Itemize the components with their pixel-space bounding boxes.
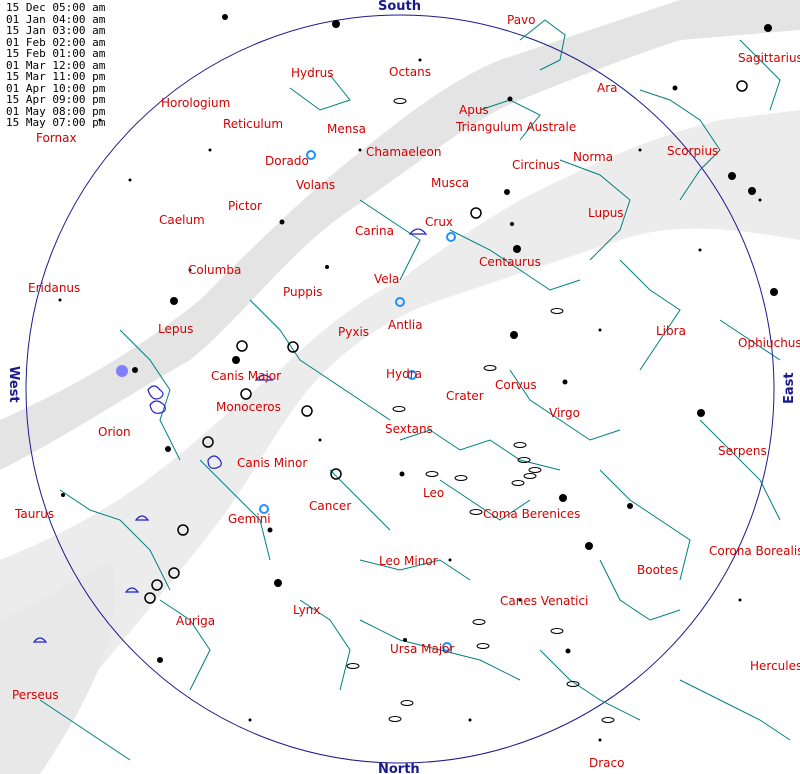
constellation-label: Columba	[188, 263, 241, 277]
direction-east: East	[782, 372, 797, 404]
constellation-label: Orion	[98, 425, 131, 439]
constellation-label: Volans	[296, 178, 335, 192]
time-entry: 01 Apr 10:00 pm	[6, 81, 106, 95]
time-entry: 01 Mar 12:00 am	[6, 58, 106, 72]
constellation-label: Fornax	[36, 131, 77, 145]
constellation-label: Leo	[423, 486, 444, 500]
constellation-label: Libra	[656, 324, 686, 338]
constellation-label: Sagittarius	[738, 51, 800, 65]
constellation-label: Canes Venatici	[500, 594, 588, 608]
galaxies	[346, 98, 615, 723]
constellation-label: Apus	[459, 103, 489, 117]
time-entry: 01 Feb 02:00 am	[6, 35, 106, 49]
constellation-label: Corona Borealis	[709, 544, 800, 558]
constellation-label: Puppis	[283, 285, 322, 299]
constellation-label: Centaurus	[479, 255, 541, 269]
constellation-label: Hercules	[750, 659, 800, 673]
direction-south: South	[378, 0, 421, 14]
constellation-label: Lepus	[158, 322, 193, 336]
constellation-label: Crater	[446, 389, 484, 403]
constellation-label: Ophiuchus	[738, 336, 800, 350]
constellation-label: Hydra	[386, 367, 422, 381]
time-entry: 01 May 08:00 pm	[6, 104, 106, 118]
constellation-label: Sextans	[385, 422, 433, 436]
constellation-label: Carina	[355, 224, 394, 238]
constellation-label: Ursa Major	[390, 642, 455, 656]
globular-clusters	[170, 20, 778, 587]
constellation-label: Dorado	[265, 154, 309, 168]
constellation-label: Gemini	[228, 512, 271, 526]
constellation-label: Mensa	[327, 122, 366, 136]
constellation-label: Auriga	[176, 614, 215, 628]
constellation-lines	[39, 19, 791, 761]
constellation-label: Corvus	[495, 378, 537, 392]
star-clusters	[144, 80, 748, 604]
constellation-label: Coma Berenices	[483, 507, 580, 521]
constellation-label: Triangulum Australe	[455, 120, 576, 134]
constellation-label: Norma	[573, 150, 613, 164]
constellation-label: Lynx	[293, 603, 320, 617]
constellation-label: Pavo	[507, 13, 536, 27]
constellation-label: Pictor	[228, 199, 262, 213]
constellation-label: Leo Minor	[379, 554, 438, 568]
time-entry: 01 Jan 04:00 am	[6, 12, 106, 26]
time-entry: 15 Feb 01:00 am	[6, 47, 106, 60]
time-entry: 15 Jan 03:00 am	[6, 24, 106, 37]
constellation-label: Circinus	[512, 158, 560, 172]
constellation-label: Crux	[425, 215, 453, 229]
time-entry: 15 Dec 05:00 am	[6, 1, 106, 14]
time-entry: 15 Mar 11:00 pm	[6, 70, 106, 83]
constellation-label: Taurus	[14, 507, 54, 521]
stars	[58, 14, 762, 742]
constellation-label: Bootes	[637, 563, 678, 577]
constellation-label: Octans	[389, 65, 431, 79]
constellation-label: Musca	[431, 176, 469, 190]
constellation-label: Monoceros	[216, 400, 281, 414]
constellation-label: Scorpius	[667, 144, 718, 158]
compass-labels: South North West East	[6, 0, 797, 774]
constellation-label: Serpens	[718, 444, 767, 458]
constellation-label: Pyxis	[338, 325, 369, 339]
constellation-label: Cancer	[309, 499, 351, 513]
constellation-label: Virgo	[549, 406, 580, 420]
constellation-label: Caelum	[159, 213, 205, 227]
constellation-label: Hydrus	[291, 66, 334, 80]
direction-west: West	[6, 366, 21, 403]
time-entry: 15 May 07:00 pm	[6, 116, 106, 129]
constellation-label: Draco	[589, 756, 624, 770]
constellation-label: Vela	[374, 272, 399, 286]
horizon-circle	[25, 14, 775, 764]
constellation-label: Perseus	[12, 688, 59, 702]
constellation-label: Eridanus	[28, 281, 80, 295]
constellation-label: Canis Minor	[237, 456, 307, 470]
moon-icon	[116, 365, 128, 377]
constellation-label: Ara	[597, 81, 618, 95]
constellation-label: Lupus	[588, 206, 624, 220]
constellation-label: Reticulum	[223, 117, 283, 131]
constellation-labels: Pavo Sagittarius Octans Hydrus Horologiu…	[12, 13, 800, 770]
planets	[259, 150, 456, 652]
constellation-label: Canis Major	[211, 369, 281, 383]
nebulae	[32, 228, 428, 643]
direction-north: North	[378, 762, 420, 774]
constellation-label: Antlia	[388, 318, 423, 332]
constellation-label: Horologium	[161, 96, 230, 110]
constellation-label: Chamaeleon	[366, 145, 441, 159]
time-list: 15 Dec 05:00 am 01 Jan 04:00 am 15 Jan 0…	[6, 2, 105, 129]
time-entry: 15 Apr 09:00 pm	[6, 93, 106, 106]
